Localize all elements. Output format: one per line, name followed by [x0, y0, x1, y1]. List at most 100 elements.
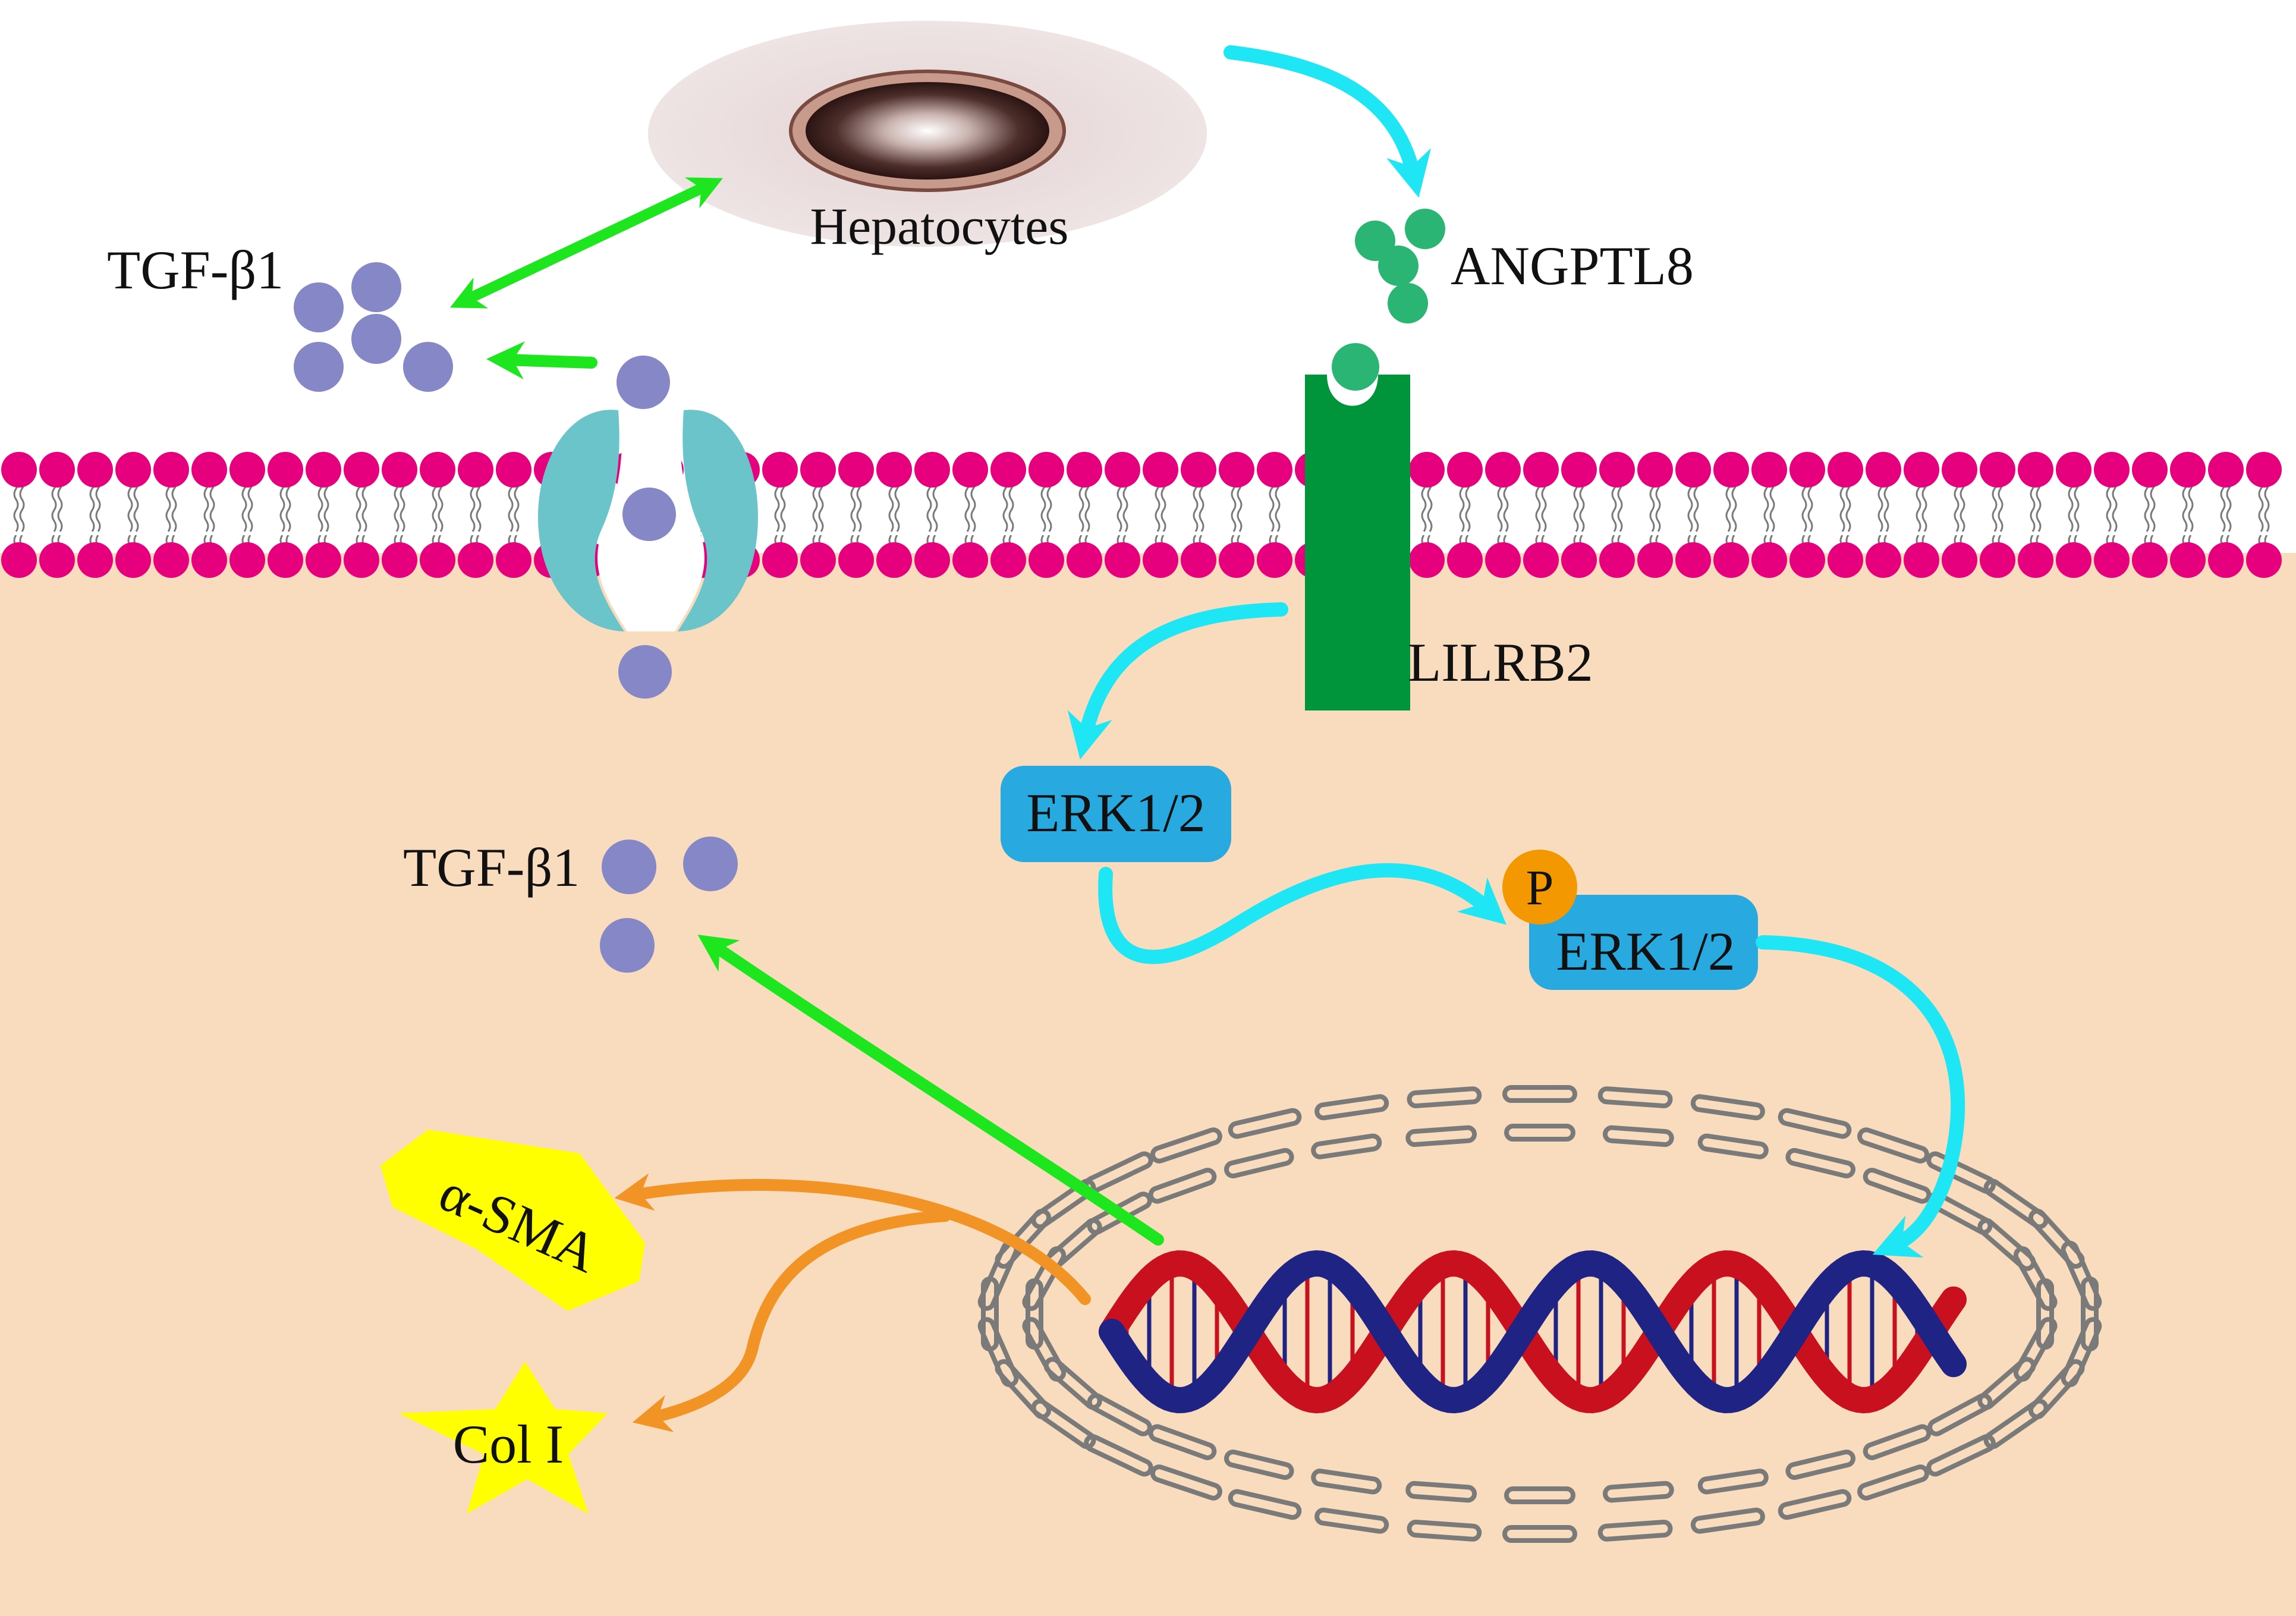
- tgf-transport-channel: [538, 356, 758, 699]
- lipid-head: [1713, 452, 1749, 488]
- envelope-segment: [1926, 1434, 1996, 1477]
- lipid-head: [1904, 542, 1939, 578]
- lipid-head: [762, 542, 798, 578]
- envelope-segment: [1697, 1133, 1769, 1159]
- lipid-head: [2094, 452, 2130, 488]
- angptl8-label: ANGPTL8: [1451, 235, 1694, 296]
- lipid-head: [1447, 452, 1483, 488]
- envelope-segment: [1314, 1094, 1389, 1121]
- envelope-segment: [1043, 1357, 1102, 1410]
- lipid-head: [1751, 452, 1787, 488]
- lipid-head: [420, 452, 455, 488]
- cell-membrane: [0, 452, 2296, 578]
- lipid-head: [876, 542, 912, 578]
- phospho-erk-label: ERK1/2: [1556, 921, 1735, 982]
- lipid-head: [952, 542, 988, 578]
- lipid-head: [1561, 542, 1597, 578]
- lipid-head: [838, 452, 874, 488]
- envelope-segment: [1697, 1469, 1769, 1495]
- lipid-head: [1029, 452, 1064, 488]
- lipid-head: [153, 542, 189, 578]
- lipid-head: [1675, 452, 1711, 488]
- lipid-head: [496, 452, 531, 488]
- envelope-segment: [1314, 1507, 1389, 1534]
- lipid-head: [876, 452, 912, 488]
- lipid-head: [229, 452, 265, 488]
- lipid-head: [191, 452, 227, 488]
- lipid-head: [1257, 452, 1292, 488]
- envelope-segment: [1224, 1147, 1294, 1178]
- lipid-head: [1105, 542, 1140, 578]
- envelope-segment: [995, 1359, 1052, 1420]
- lipid-head: [268, 452, 303, 488]
- lipid-head: [800, 452, 836, 488]
- lipid-head: [39, 542, 75, 578]
- tgf-molecule: [351, 262, 401, 312]
- lipid-head: [1599, 452, 1635, 488]
- lipid-head: [914, 542, 950, 578]
- envelope-segment: [2061, 1240, 2102, 1311]
- lipid-head: [1599, 542, 1635, 578]
- lipid-head: [1143, 542, 1178, 578]
- channel-right-half: [678, 410, 758, 631]
- lipid-head: [1067, 452, 1102, 488]
- lipid-head: [1866, 542, 1901, 578]
- tgf-molecule: [294, 342, 344, 392]
- envelope-segment: [1502, 1525, 1577, 1543]
- arrow-hepatocyte-to-angptl8: [1224, 45, 1432, 198]
- tgf-molecule-in-channel: [622, 488, 676, 541]
- envelope-inner-ring: [1022, 1124, 2058, 1504]
- lipid-head: [191, 542, 227, 578]
- arrow-dna-to-alpha-sma: [614, 1173, 1091, 1305]
- envelope-segment: [1690, 1094, 1765, 1121]
- lilrb2-receptor: LILRB2: [1305, 343, 1593, 710]
- envelope-segment: [1504, 1124, 1575, 1142]
- arrow-lilrb2-to-erk: [1067, 602, 1288, 760]
- lipid-head: [1485, 452, 1521, 488]
- hepatocyte-nucleus: [806, 82, 1049, 180]
- lipid-head: [1181, 542, 1216, 578]
- channel-left-half: [538, 410, 624, 631]
- lipid-head: [1561, 452, 1597, 488]
- lipid-head: [2056, 542, 2091, 578]
- lipid-head: [762, 452, 798, 488]
- lipid-head: [1219, 452, 1254, 488]
- angptl8-subunit: [1405, 209, 1445, 249]
- envelope-segment: [1863, 1424, 1932, 1460]
- lipid-head: [2132, 542, 2168, 578]
- col1-marker: Col I: [398, 1362, 608, 1514]
- lipid-head: [1942, 452, 1977, 488]
- tgf-beta1-inside-label: TGF-β1: [403, 837, 580, 898]
- nuclear-envelope: [977, 1085, 2102, 1543]
- tgf-molecule-entering: [618, 645, 672, 699]
- signaling-arrows: [449, 45, 1965, 1432]
- hepatocytes-label: Hepatocytes: [810, 198, 1069, 256]
- lilrb2-label: LILRB2: [1408, 632, 1593, 693]
- lipid-head: [1105, 452, 1140, 488]
- arrow-phospho-erk-to-dna: [1756, 935, 1965, 1258]
- lipid-head: [1789, 452, 1825, 488]
- lipid-head: [77, 452, 113, 488]
- envelope-segment: [1857, 1464, 1930, 1501]
- phosphate-badge: [1502, 850, 1577, 925]
- lipid-head: [800, 542, 836, 578]
- envelope-segment: [1504, 1486, 1575, 1504]
- lipid-head: [268, 542, 303, 578]
- envelope-segment: [1597, 1520, 1673, 1542]
- receptor-body: [1305, 375, 1410, 710]
- lipid-head: [1219, 542, 1254, 578]
- tgf-molecule: [351, 314, 401, 364]
- lipid-head: [1637, 452, 1673, 488]
- envelope-segment: [1405, 1125, 1477, 1147]
- lipid-head: [1828, 452, 1863, 488]
- envelope-segment: [1502, 1085, 1577, 1103]
- lipid-head: [306, 542, 341, 578]
- phospho-erk-node: P ERK1/2: [1502, 850, 1758, 990]
- envelope-segment: [1148, 1168, 1217, 1204]
- lipid-head: [1, 452, 37, 488]
- lipid-head: [1143, 452, 1178, 488]
- envelope-segment: [1785, 1147, 1855, 1178]
- tgf-molecule: [403, 342, 453, 392]
- lipid-head: [39, 452, 75, 488]
